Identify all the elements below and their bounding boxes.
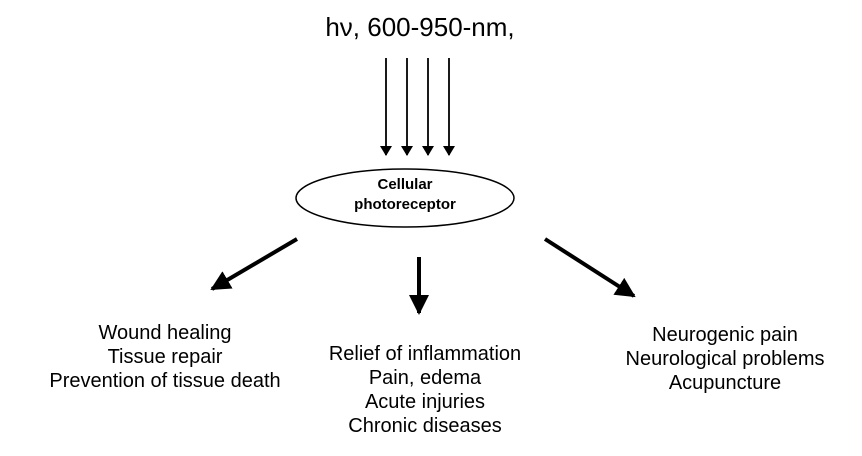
outcome-item: Chronic diseases <box>348 415 502 437</box>
photoreceptor-label-line1: Cellular <box>377 176 433 193</box>
photoreceptor-label-line2: photoreceptor <box>354 196 456 213</box>
outcome-item: Prevention of tissue death <box>49 370 281 392</box>
outcome-item: Tissue repair <box>107 346 223 368</box>
photoreceptor-label: Cellular photoreceptor <box>300 175 510 215</box>
photoreceptor-ellipse <box>295 168 515 228</box>
left-outcome-list: Wound healing Tissue repair Prevention o… <box>15 321 315 393</box>
arrow-to-left-outcome <box>210 237 299 291</box>
arrow-to-right-outcome <box>543 237 636 298</box>
right-outcome-list: Neurogenic pain Neurological problems Ac… <box>600 323 850 395</box>
middle-outcome-list: Relief of inflammation Pain, edema Acute… <box>295 342 555 438</box>
light-input-label: hν, 600-950-nm, <box>325 12 515 42</box>
outcome-item: Wound healing <box>98 322 232 344</box>
outcome-item: Pain, edema <box>368 367 482 389</box>
outcome-item: Acupuncture <box>668 372 782 394</box>
outcome-item: Neurogenic pain <box>652 324 798 346</box>
outcome-item: Neurological problems <box>625 348 825 370</box>
outcome-item: Relief of inflammation <box>328 343 522 365</box>
outcome-item: Acute injuries <box>364 391 486 413</box>
